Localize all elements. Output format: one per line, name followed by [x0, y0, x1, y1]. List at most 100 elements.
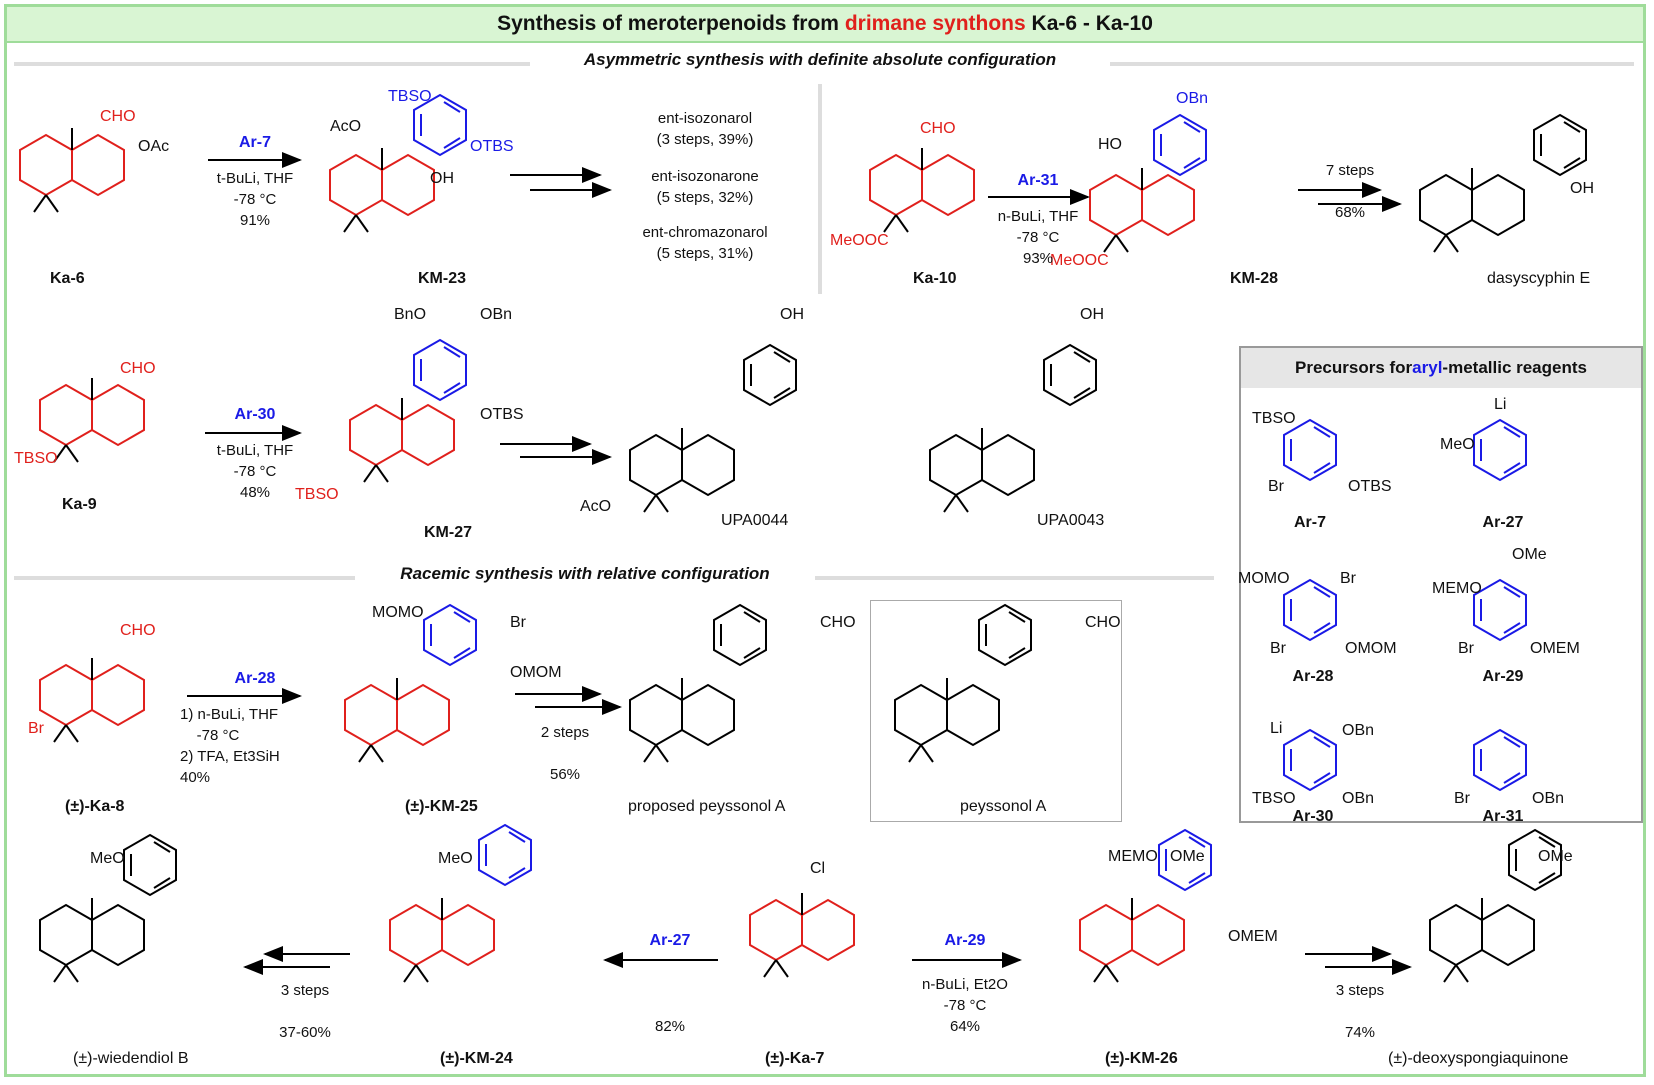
ar27-meo: MeO [1440, 436, 1475, 453]
precursors-title: Precursors for aryl-metallic reagents [1241, 348, 1641, 388]
km28-meooc: MeOOC [1050, 252, 1109, 269]
ar27-li: Li [1494, 396, 1507, 413]
structure-ka6 [19, 127, 125, 213]
label-km26: (±)-KM-26 [1105, 1050, 1178, 1067]
deoxy-ome: OMe [1538, 848, 1573, 865]
label-peyssonol: peyssonol A [960, 798, 1047, 815]
ar28-br: Br [1340, 570, 1356, 587]
structure-km24 [389, 824, 532, 983]
title-part-1: Synthesis of meroterpenoids from [497, 12, 845, 35]
label-km27: KM-27 [424, 524, 473, 541]
km28-obn: OBn [1176, 90, 1209, 107]
ka7-cl: Cl [810, 860, 826, 877]
cond-r4: 1) n-BuLi, THF -78 °C 2) TFA, Et3SiH 40% [180, 706, 280, 786]
km27-tbso: TBSO [295, 486, 339, 503]
structure-km23 [329, 94, 467, 233]
wied-meo: MeO [90, 850, 125, 867]
label-ka6: Ka-6 [50, 270, 85, 287]
reagent-r2: Ar-31 [1017, 172, 1059, 189]
ar7-otbs: OTBS [1348, 478, 1392, 495]
ar30-li: Li [1270, 720, 1283, 737]
km27-obn: OBn [480, 306, 513, 323]
label-km23: KM-23 [418, 270, 467, 287]
cond-r3: t-BuLi, THF -78 °C 48% [216, 442, 294, 501]
cond-r6b: 3 steps 74% [1335, 982, 1385, 1041]
dasy-oh: OH [1570, 180, 1594, 197]
km25-momo: MOMO [372, 604, 424, 621]
label-ar27: Ar-27 [1482, 514, 1524, 531]
label-upa0043: UPA0043 [1037, 512, 1105, 529]
precursors-panel: Precursors for aryl-metallic reagents [1239, 346, 1643, 823]
ar31-obn: OBn [1532, 790, 1565, 807]
precursors-title-post: -metallic reagents [1442, 358, 1587, 377]
structure-ka10 [869, 147, 975, 233]
structure-upa44 [629, 344, 797, 513]
cond-r2: n-BuLi, THF -78 °C 93% [997, 208, 1079, 267]
cond-r4b: 2 steps 56% [540, 724, 590, 783]
label-upa0044: UPA0044 [721, 512, 789, 529]
structure-proposed-peyssonol [629, 604, 767, 763]
reagent-r6: Ar-29 [944, 932, 986, 949]
label-ka9: Ka-9 [62, 496, 97, 513]
km28-ho: HO [1098, 136, 1122, 153]
structure-km25 [344, 604, 477, 763]
product-r1-c: ent-chromazonarol (5 steps, 31%) [642, 224, 768, 262]
pey-cho: CHO [1085, 614, 1121, 631]
section-title-asym: Asymmetric synthesis with definite absol… [530, 50, 1110, 70]
ar7-br: Br [1268, 478, 1284, 495]
cond-r5b: 3 steps 37-60% [279, 982, 331, 1041]
ar29-ome: OMe [1512, 546, 1547, 563]
reagent-r4: Ar-28 [234, 670, 276, 687]
title-part-2: Ka-6 - Ka-10 [1025, 12, 1153, 35]
precursors-title-pre: Precursors for [1295, 358, 1413, 377]
ka10-cho: CHO [920, 120, 956, 137]
km23-otbs: OTBS [470, 138, 514, 155]
label-km28: KM-28 [1230, 270, 1279, 287]
section-title-rac: Racemic synthesis with relative configur… [355, 564, 815, 584]
ar31-br: Br [1454, 790, 1470, 807]
ar7-tbso: TBSO [1252, 410, 1296, 427]
product-r1-b: ent-isozonarone (5 steps, 32%) [651, 168, 759, 206]
ka6-oac: OAc [138, 138, 170, 155]
label-deoxyspongiaquinone: (±)-deoxyspongiaquinone [1388, 1050, 1569, 1067]
km24-meo: MeO [438, 850, 473, 867]
label-ka7: (±)-Ka-7 [765, 1050, 825, 1067]
km25-omom: OMOM [510, 664, 562, 681]
ar29-br: Br [1458, 640, 1474, 657]
cond-r2b: 7 steps 68% [1325, 162, 1375, 221]
km27-otbs: OTBS [480, 406, 524, 423]
cond-r1: t-BuLi, THF -78 °C 91% [216, 170, 294, 229]
structure-ka7 [749, 892, 855, 978]
precursors-title-blue: aryl [1412, 358, 1443, 377]
km23-tbso: TBSO [388, 88, 432, 105]
figure-frame: Synthesis of meroterpenoids from drimane… [4, 4, 1646, 1077]
ar28-omom: OMOM [1345, 640, 1397, 657]
km23-oh: OH [430, 170, 454, 187]
label-wiedendiol: (±)-wiedendiol B [73, 1050, 189, 1067]
label-proposed-peyssonol: proposed peyssonol A [628, 798, 786, 815]
ka8-cho: CHO [120, 622, 156, 639]
ka9-tbso: TBSO [14, 450, 58, 467]
upa44-oh: OH [780, 306, 804, 323]
cond-r5: 82% [654, 1018, 686, 1035]
structure-dasyscyphin [1419, 114, 1587, 253]
km26-omem: OMEM [1228, 928, 1278, 945]
label-ar30: Ar-30 [1292, 808, 1334, 825]
upa43-oh: OH [1080, 306, 1104, 323]
ka8-br: Br [28, 720, 44, 737]
km27-bno: BnO [394, 306, 427, 323]
label-km25: (±)-KM-25 [405, 798, 478, 815]
ar29-memo: MEMO [1432, 580, 1482, 597]
divider-vertical [818, 84, 822, 294]
label-km24: (±)-KM-24 [440, 1050, 513, 1067]
label-ar7: Ar-7 [1293, 514, 1326, 531]
ar30-obn2: OBn [1342, 790, 1375, 807]
structure-km27 [349, 339, 467, 483]
label-ar31: Ar-31 [1482, 808, 1524, 825]
reagent-r3: Ar-30 [234, 406, 276, 423]
prop-cho: CHO [820, 614, 856, 631]
reagent-r1: Ar-7 [238, 134, 271, 151]
peyssonol-box [870, 600, 1122, 822]
km26-memo: MEMO [1108, 848, 1158, 865]
